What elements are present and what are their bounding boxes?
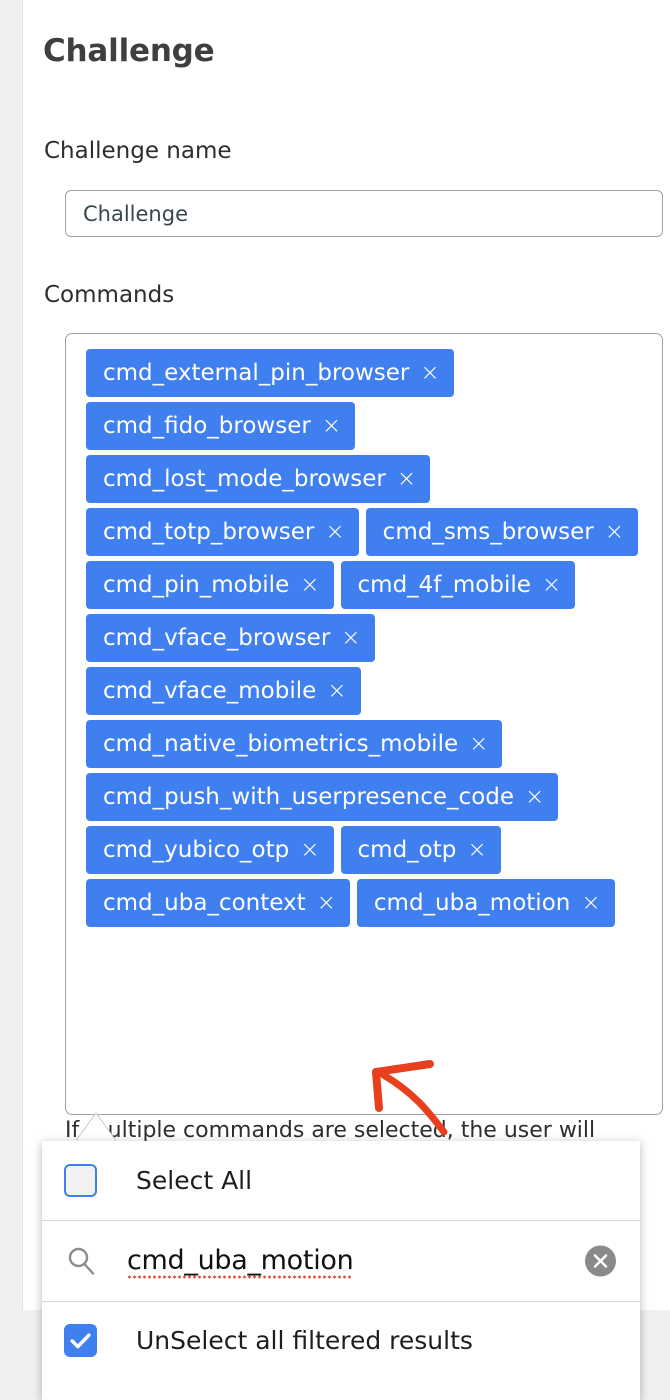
command-chip[interactable]: cmd_pin_mobile × [86,561,334,609]
command-chip-remove-icon[interactable]: × [300,836,320,863]
commands-helper-text: If multiple commands are selected, the u… [65,1118,596,1143]
unselect-all-filtered-label: UnSelect all filtered results [136,1326,473,1355]
command-chip-remove-icon[interactable]: × [325,518,345,545]
dropdown-item-unselect-all-filtered[interactable]: UnSelect all filtered results [42,1301,640,1380]
command-chip-label: cmd_uba_context [103,889,306,916]
command-chip-remove-icon[interactable]: × [467,836,487,863]
command-chip-label: cmd_uba_motion [373,889,571,916]
dropdown-item-select-all[interactable]: Select All [42,1141,640,1220]
challenge-name-input[interactable] [65,190,663,237]
command-chip-label: cmd_push_with_userpresence_code [103,783,515,810]
command-chip-remove-icon[interactable]: × [327,677,347,704]
command-chip-remove-icon[interactable]: × [321,412,342,439]
command-chip[interactable]: cmd_totp_browser × [86,508,359,556]
command-chip[interactable]: cmd_native_biometrics_mobile × [86,720,503,768]
command-chip[interactable]: cmd_vface_mobile × [86,667,361,715]
divider [42,1220,640,1221]
commands-chip-list: cmd_external_pin_browser×cmd_fido_browse… [86,349,648,927]
command-chip-remove-icon[interactable]: × [469,730,489,757]
command-chip-label: cmd_4f_mobile [357,571,531,598]
command-chip-label: cmd_totp_browser [103,518,315,545]
command-chip[interactable]: cmd_sms_browser × [365,508,638,556]
command-chip-label: cmd_vface_mobile [103,677,317,704]
command-chip-remove-icon[interactable]: × [300,571,320,598]
search-icon [68,1247,95,1275]
unselect-all-filtered-checkbox[interactable] [64,1324,97,1357]
command-chip-remove-icon[interactable]: × [604,518,624,545]
command-chip[interactable]: cmd_fido_browser × [86,402,356,450]
page-card: Challenge Challenge name Commands cmd_ex… [22,0,670,1310]
check-icon [70,1333,91,1349]
command-chip-remove-icon[interactable]: × [396,465,417,492]
command-chip-label: cmd_pin_mobile [103,571,290,598]
command-chip-label: cmd_native_biometrics_mobile [103,730,459,757]
command-chip[interactable]: cmd_external_pin_browser × [86,349,454,397]
command-chip[interactable]: cmd_uba_context × [86,879,350,927]
command-chip-remove-icon[interactable]: × [525,783,545,810]
command-chip-label: cmd_otp [357,836,457,863]
command-chip-remove-icon[interactable]: × [541,571,562,598]
command-chip[interactable]: cmd_uba_motion × [356,879,615,927]
clear-search-button[interactable] [585,1245,616,1276]
command-chip-remove-icon[interactable]: × [341,624,361,651]
search-input-value: cmd_uba_motion [127,1245,354,1276]
dropdown-caret-icon [74,1112,118,1144]
dropdown-search-row[interactable]: cmd_uba_motion [42,1220,640,1301]
command-chip[interactable]: cmd_yubico_otp × [86,826,334,874]
command-chip-label: cmd_external_pin_browser [103,359,410,386]
commands-dropdown-popup[interactable]: Select All cmd_uba_motion UnSelect all f… [42,1141,640,1400]
command-chip[interactable]: cmd_4f_mobile × [340,561,576,609]
command-chip-label: cmd_sms_browser [382,518,594,545]
command-chip[interactable]: cmd_lost_mode_browser × [86,455,431,503]
command-chip-label: cmd_yubico_otp [103,836,290,863]
select-all-label: Select All [136,1166,253,1195]
command-chip-label: cmd_vface_browser [103,624,331,651]
command-chip-remove-icon[interactable]: × [316,889,336,916]
search-input[interactable]: cmd_uba_motion [127,1245,354,1279]
commands-label: Commands [44,282,175,308]
page-title: Challenge [43,33,215,69]
command-chip[interactable]: cmd_push_with_userpresence_code × [86,773,559,821]
close-icon [593,1253,608,1268]
divider [42,1301,640,1302]
command-chip[interactable]: cmd_vface_browser × [86,614,375,662]
command-chip-remove-icon[interactable]: × [420,359,440,386]
command-chip-label: cmd_lost_mode_browser [103,465,386,492]
commands-multiselect-box[interactable]: cmd_external_pin_browser×cmd_fido_browse… [65,333,663,1115]
command-chip[interactable]: cmd_otp × [340,826,501,874]
command-chip-remove-icon[interactable]: × [581,889,601,916]
spellcheck-underline [127,1275,354,1279]
select-all-checkbox[interactable] [64,1164,97,1197]
challenge-name-label: Challenge name [44,138,232,164]
command-chip-label: cmd_fido_browser [103,412,311,439]
